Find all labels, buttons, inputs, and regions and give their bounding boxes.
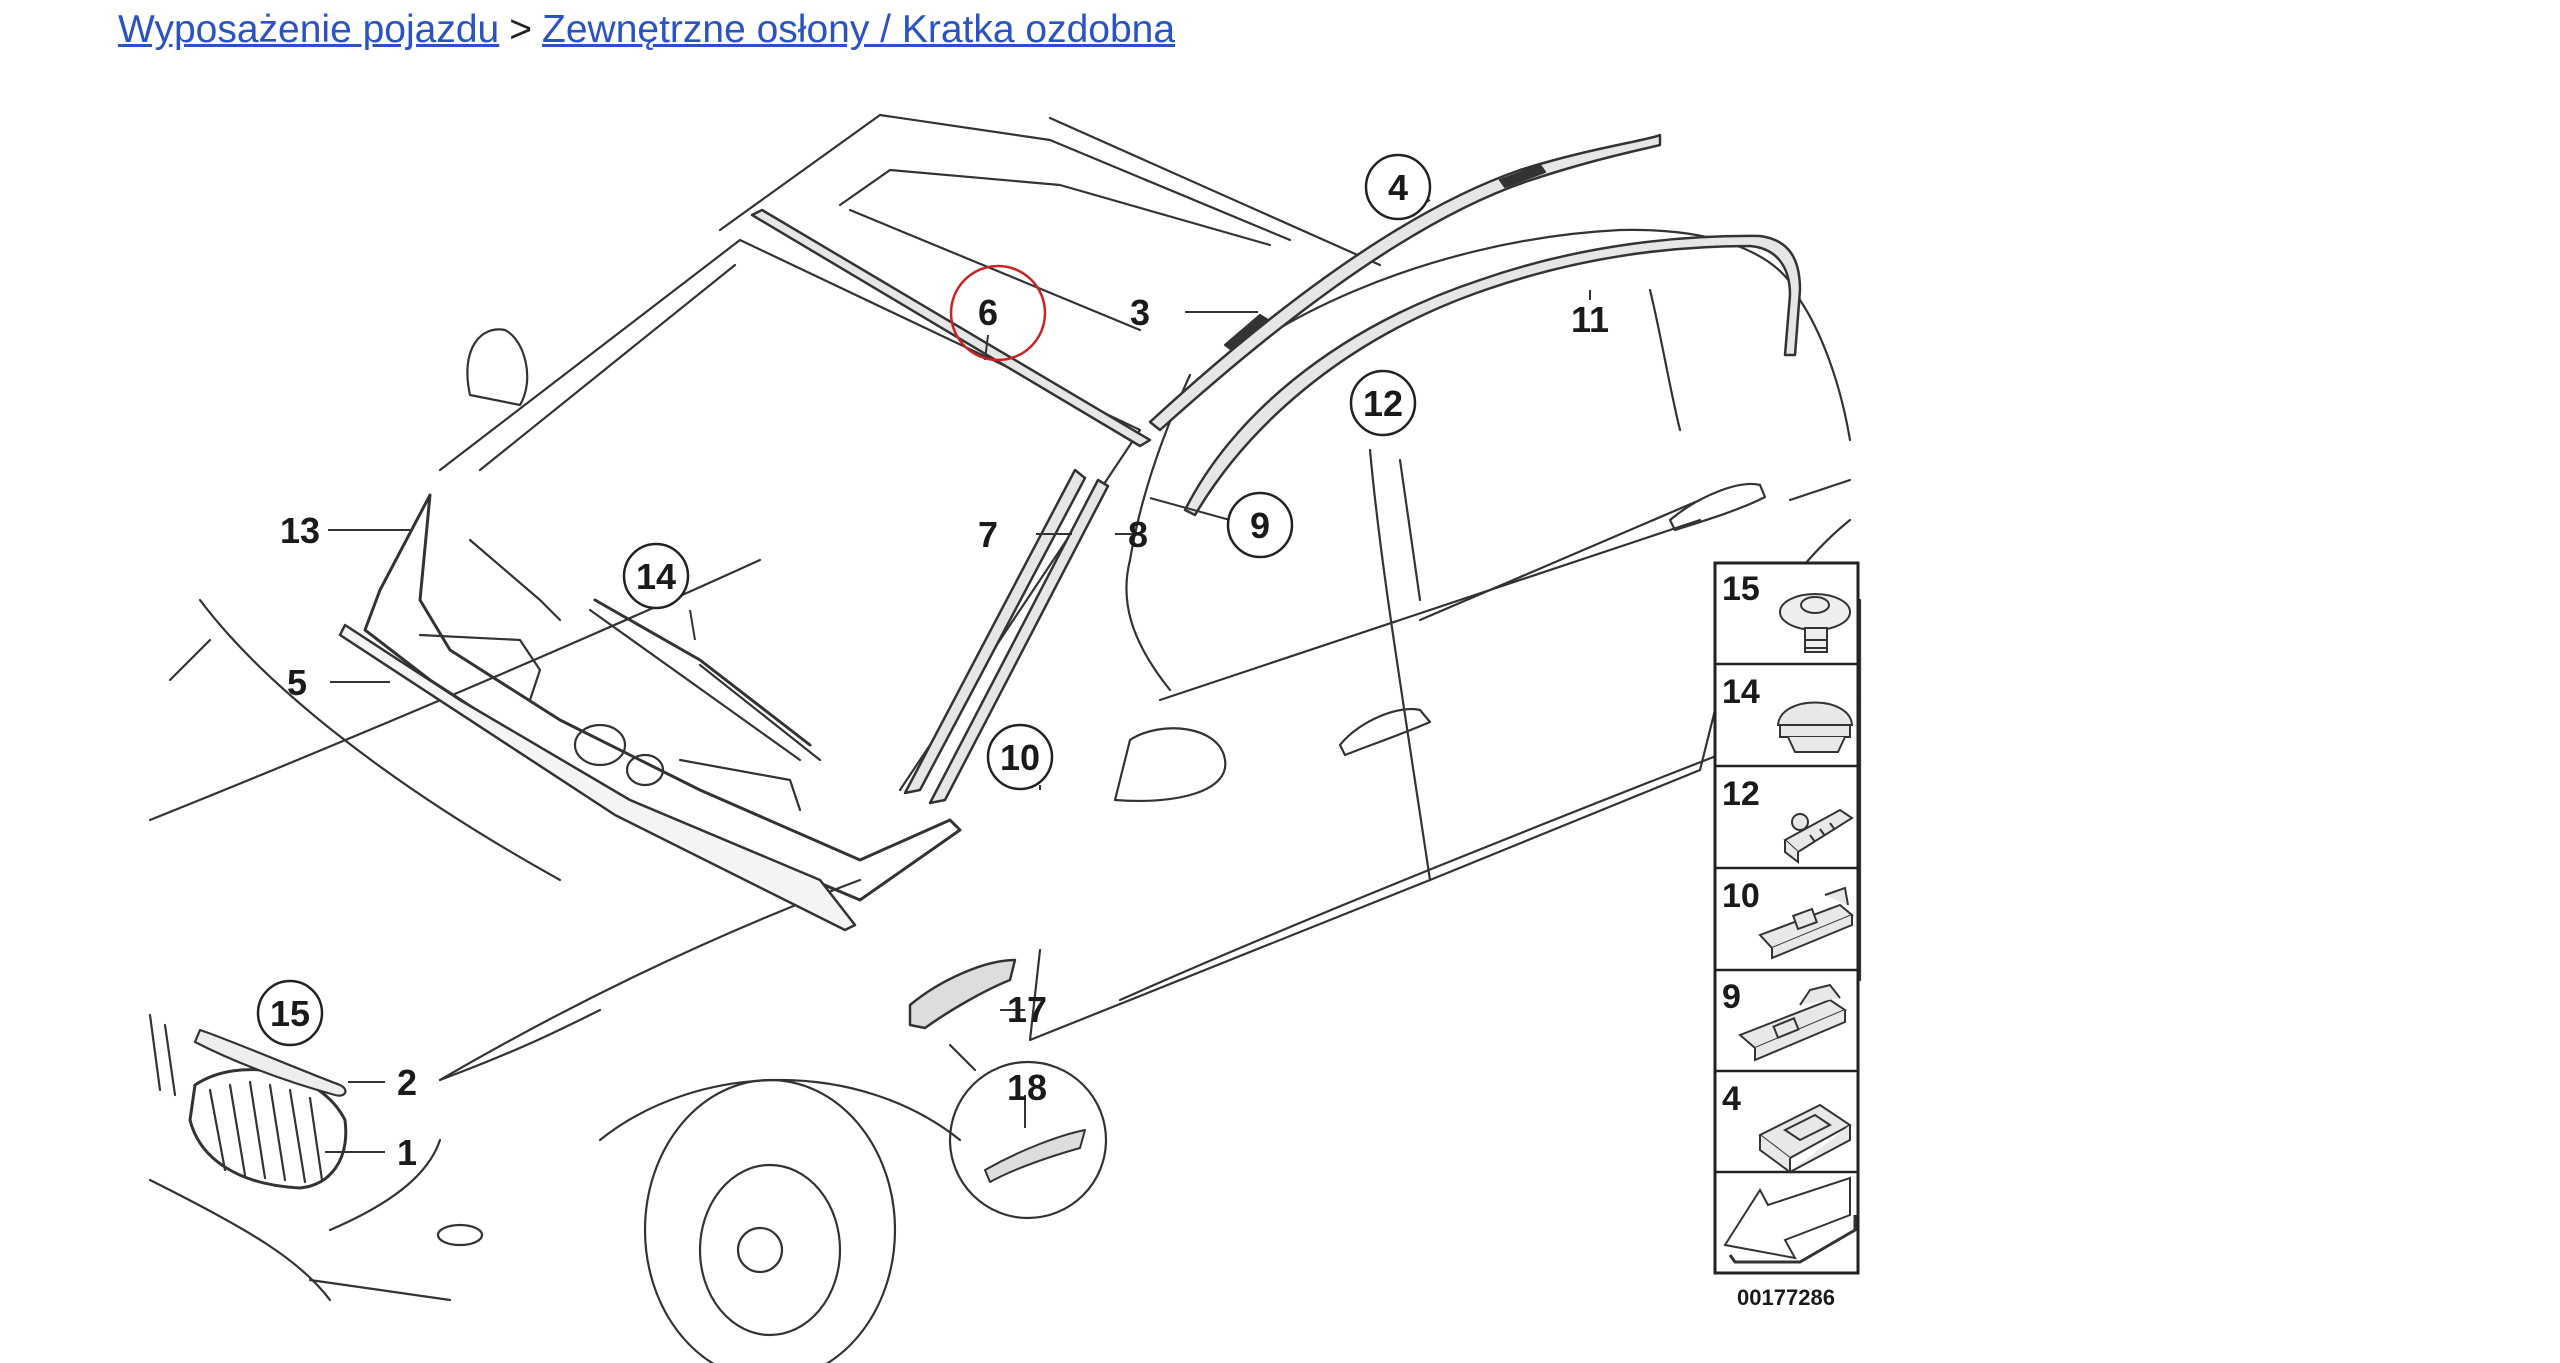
cowl-seal (338, 623, 857, 932)
callout-1[interactable]: 1 (397, 1132, 417, 1173)
svg-text:14: 14 (636, 556, 676, 597)
window-frame-molding (1183, 234, 1802, 517)
callout-2[interactable]: 2 (397, 1062, 417, 1103)
side-mirror (466, 328, 1227, 803)
highlight-circle (949, 264, 1047, 362)
callout-10[interactable]: 10 (986, 723, 1054, 791)
callout-12[interactable]: 12 (1349, 369, 1417, 437)
wiper-arm (593, 598, 812, 747)
badge-zoom-circle (948, 1060, 1108, 1220)
a-pillar-molding-outer (928, 478, 1110, 805)
svg-text:4: 4 (1388, 167, 1408, 208)
legend-item-14[interactable]: 14 (1722, 673, 1854, 753)
breadcrumb-link-exterior-trim-grille[interactable]: Zewnętrzne osłony / Kratka ozdobna (542, 8, 1176, 51)
callout-15[interactable]: 15 (256, 979, 324, 1047)
roof-molding-clip-rear (1223, 313, 1270, 352)
expanding-rivet-icon (1776, 701, 1854, 753)
body-side-outline (1028, 228, 1862, 1042)
side-indicator (908, 958, 1017, 1030)
callout-18[interactable]: 18 (1007, 1067, 1047, 1108)
fastener-legend: 15 14 12 10 (1713, 561, 1860, 1275)
svg-text:10: 10 (1000, 737, 1040, 778)
roof-molding-front (750, 208, 1152, 448)
callout-11[interactable]: 11 (1571, 299, 1609, 340)
trim-clip-icon (1783, 808, 1854, 865)
svg-text:14: 14 (1722, 673, 1760, 711)
svg-text:6: 6 (978, 292, 998, 333)
callout-13[interactable]: 13 (280, 510, 320, 551)
svg-text:15: 15 (1722, 570, 1760, 608)
svg-text:10: 10 (1722, 877, 1760, 915)
svg-text:9: 9 (1250, 505, 1270, 546)
kidney-grille (148, 1013, 348, 1190)
next-page-arrow-icon[interactable] (1723, 1176, 1857, 1264)
roof-clip-icon (1758, 1103, 1852, 1174)
callout-7[interactable]: 7 (978, 514, 998, 555)
retaining-clip-icon (1738, 983, 1848, 1062)
svg-text:12: 12 (1363, 383, 1403, 424)
callout-17[interactable]: 17 (1007, 989, 1047, 1030)
callout-5[interactable]: 5 (287, 662, 307, 703)
roof-rail-molding (1148, 133, 1662, 432)
front-bumper-wheel (148, 1008, 962, 1363)
svg-text:15: 15 (270, 993, 310, 1034)
legend-item-9[interactable]: 9 (1722, 978, 1848, 1062)
legend-item-10[interactable]: 10 (1722, 877, 1854, 960)
door-handles (1338, 483, 1767, 757)
a-pillar-molding-inner (903, 468, 1087, 795)
callout-8[interactable]: 8 (1128, 514, 1148, 555)
callout-9[interactable]: 9 (1226, 491, 1294, 559)
molding-clip-icon (1758, 886, 1854, 960)
badge-zoom-leader (948, 1043, 977, 1072)
roof-molding-clip (1498, 163, 1547, 189)
grille-trim-strip (193, 1028, 347, 1097)
breadcrumb-separator: > (509, 8, 533, 51)
legend-item-4[interactable]: 4 (1722, 1080, 1852, 1174)
cowl-panel (363, 493, 962, 902)
legend-item-15[interactable]: 15 (1722, 570, 1851, 653)
push-rivet-icon (1779, 593, 1851, 653)
diagram-reference-number: 00177286 (1737, 1285, 1835, 1310)
legend-item-12[interactable]: 12 (1722, 775, 1854, 865)
callout-4[interactable]: 4 (1364, 153, 1432, 221)
callout-3[interactable]: 3 (1130, 292, 1150, 333)
breadcrumb-link-vehicle-equipment[interactable]: Wyposażenie pojazdu (118, 8, 500, 51)
callout-14[interactable]: 14 (622, 542, 690, 610)
breadcrumb: Wyposażenie pojazdu>Zewnętrzne osłony / … (118, 8, 1175, 52)
roof-outline (718, 113, 1382, 332)
svg-text:12: 12 (1722, 775, 1760, 813)
callout-6-highlighted[interactable]: 6 (949, 264, 1047, 362)
svg-text:9: 9 (1722, 978, 1741, 1016)
windshield-outline (438, 238, 1142, 792)
svg-text:4: 4 (1722, 1080, 1741, 1118)
emblem-badge (984, 1129, 1086, 1183)
hood-outline (148, 558, 862, 1082)
